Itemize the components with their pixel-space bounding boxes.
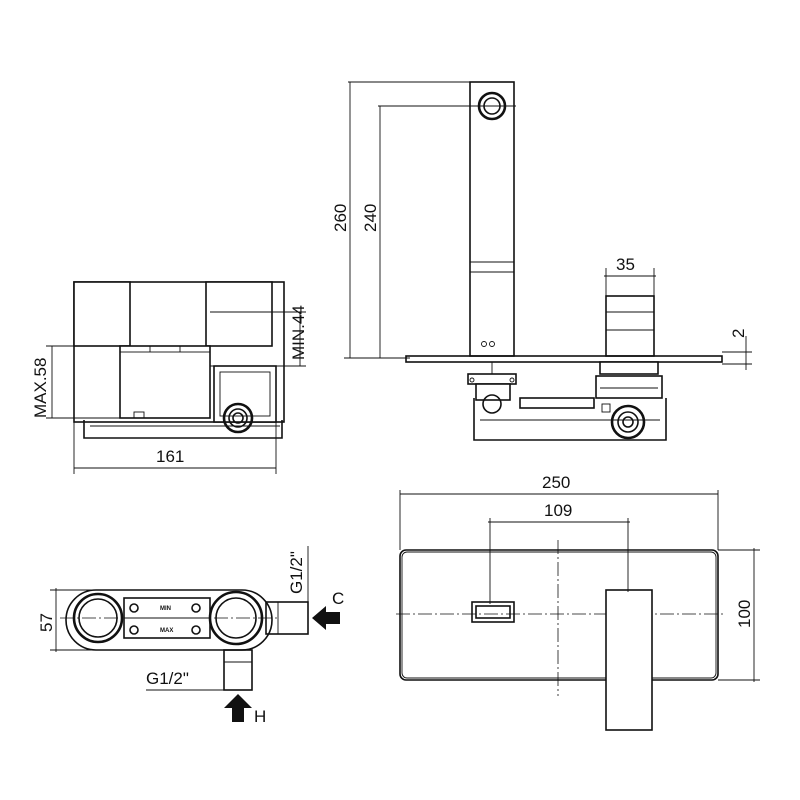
side-sleeve-left <box>73 281 131 347</box>
side-bracket <box>83 420 283 439</box>
front-cover-plate <box>405 355 723 363</box>
body-view: MIN MAX 57 G1/2" G1/2" C H <box>37 546 344 726</box>
cold-arrow-icon <box>312 606 340 630</box>
engrave-max: MAX <box>160 628 173 634</box>
dim-min44: MIN.44 <box>289 305 308 360</box>
side-housing-block <box>73 281 285 423</box>
dim-260: 260 <box>331 204 350 232</box>
hot-inlet-pipe <box>223 649 253 691</box>
dim-161: 161 <box>156 447 184 466</box>
dim-240: 240 <box>361 204 380 232</box>
spout <box>469 81 515 357</box>
engrave-min: MIN <box>160 606 171 612</box>
plate-view: 250 109 100 <box>396 473 760 731</box>
label-cold: C <box>332 589 344 608</box>
front-pipe-connection <box>610 404 646 440</box>
side-cartridge-body <box>119 345 211 419</box>
front-view: 260 240 35 2 <box>331 81 752 441</box>
side-sleeve-right <box>205 281 273 347</box>
thread-bottom-label: G1/2" <box>146 669 189 688</box>
plate-spout-outlet <box>471 601 515 623</box>
dim-57: 57 <box>37 613 56 632</box>
plate-handle <box>605 589 653 731</box>
cover-plate <box>399 549 719 681</box>
dim-2: 2 <box>729 329 748 338</box>
hot-arrow-icon <box>224 694 252 722</box>
side-view: MAX.58 MIN.44 161 <box>31 281 308 474</box>
dim-35: 35 <box>616 255 635 274</box>
dim-250: 250 <box>542 473 570 492</box>
thread-top-label: G1/2" <box>287 551 306 594</box>
side-pipe-connection <box>222 402 254 434</box>
dim-109: 109 <box>544 501 572 520</box>
label-hot: H <box>254 707 266 726</box>
dim-max58: MAX.58 <box>31 358 50 418</box>
front-body-frame <box>473 398 667 441</box>
handle-lever <box>605 295 655 357</box>
dim-100: 100 <box>735 600 754 628</box>
